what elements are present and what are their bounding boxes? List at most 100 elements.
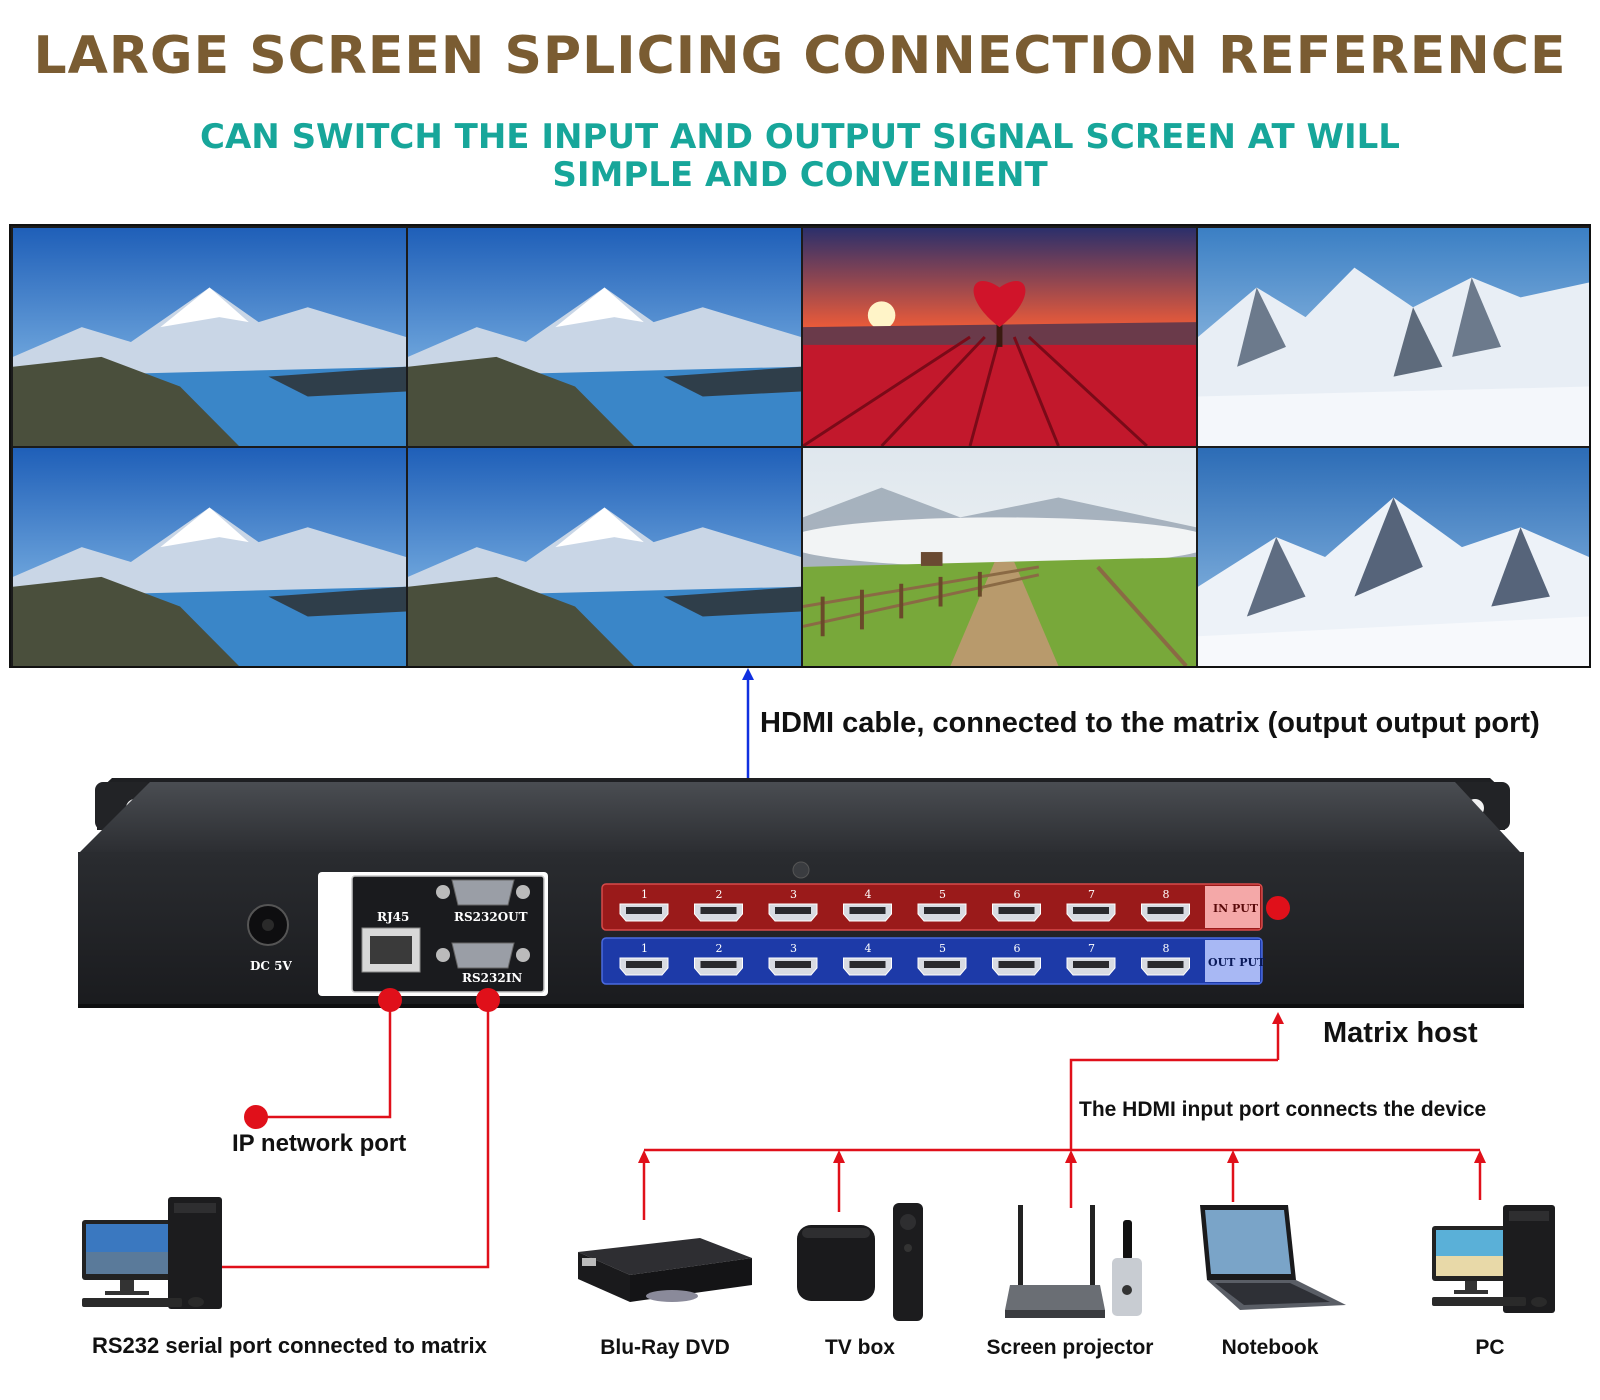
device-label-pc: PC	[1475, 1336, 1505, 1359]
input-hdmi-port-7[interactable]	[1066, 903, 1116, 922]
output-port-number: 3	[790, 942, 797, 955]
mountain-lake-scene	[408, 448, 801, 666]
input-hdmi-port-slot	[924, 907, 960, 914]
output-port-number: 5	[939, 942, 946, 955]
output-port-number: 7	[1088, 942, 1095, 955]
rs232-in-port	[436, 942, 530, 969]
screen-projector-icon	[1005, 1205, 1142, 1318]
input-port-number: 3	[790, 888, 797, 901]
output-port-number: 4	[865, 942, 872, 955]
input-hdmi-port-slot	[998, 907, 1035, 914]
snowy-peaks-scene	[1198, 228, 1589, 446]
input-hdmi-port-slot	[849, 907, 886, 914]
output-hdmi-port-slot	[626, 961, 662, 968]
output-hdmi-port-slot	[775, 961, 811, 968]
input-hdmi-port-slot	[775, 907, 811, 914]
input-port-number: 1	[641, 888, 648, 901]
output-hdmi-port-7[interactable]	[1066, 957, 1116, 976]
rs232-serial-label: RS232 serial port connected to matrix	[92, 1333, 487, 1358]
device-label-bluray: Blu-Ray DVD	[600, 1336, 730, 1359]
output-port-number: 6	[1014, 942, 1021, 955]
hdmi-output-cable	[558, 668, 754, 973]
hdmi-input-label: The HDMI input port connects the device	[1079, 1098, 1487, 1121]
rs232in-label: RS232IN	[462, 971, 522, 985]
pc-icon	[1432, 1205, 1555, 1313]
heart-tree-sunset-scene	[803, 228, 1196, 446]
input-hdmi-port-2[interactable]	[694, 903, 743, 922]
country-road-scene	[803, 448, 1196, 666]
output-hdmi-port-slot	[1147, 961, 1184, 968]
control-pc-icon	[82, 1197, 222, 1309]
input-hdmi-port-5[interactable]	[917, 903, 967, 922]
hdmi-output-panel: OUT PUT 1 2 3 4 5 6 7 8	[601, 937, 1266, 985]
input-port-number: 2	[716, 888, 723, 901]
notebook-icon	[1200, 1205, 1346, 1310]
device-label-projector: Screen projector	[986, 1336, 1154, 1359]
output-port-number: 8	[1163, 942, 1170, 955]
input-port-number: 5	[939, 888, 946, 901]
mountain-lake-scene	[408, 228, 801, 446]
rs232-out-port	[436, 879, 530, 906]
rs232-line	[222, 988, 500, 1269]
output-hdmi-port-8[interactable]	[1141, 957, 1190, 976]
input-hdmi-port-8[interactable]	[1141, 903, 1190, 922]
wall-screen-1	[13, 228, 406, 446]
page-subtitle: CAN SWITCH THE INPUT AND OUTPUT SIGNAL S…	[0, 118, 1600, 194]
output-hdmi-port-slot	[924, 961, 960, 968]
ip-network-line	[244, 988, 402, 1129]
subtitle-line-1: CAN SWITCH THE INPUT AND OUTPUT SIGNAL S…	[200, 117, 1400, 157]
input-hdmi-port-3[interactable]	[768, 903, 818, 922]
input-port-number: 6	[1014, 888, 1021, 901]
input-port-number: 4	[865, 888, 872, 901]
output-port-number: 1	[641, 942, 648, 955]
output-port-number: 2	[716, 942, 723, 955]
input-hdmi-port-1[interactable]	[619, 903, 669, 922]
dc-5v-label: DC 5V	[250, 959, 292, 973]
output-hdmi-port-4[interactable]	[843, 957, 892, 976]
bluray-player-icon	[578, 1238, 752, 1302]
mountain-lake-scene	[13, 228, 406, 446]
matrix-host-label: Matrix host	[1323, 1017, 1478, 1049]
wall-screen-6	[408, 448, 801, 666]
rs232out-label: RS232OUT	[454, 910, 528, 924]
page-title: LARGE SCREEN SPLICING CONNECTION REFEREN…	[33, 26, 1567, 86]
output-hdmi-port-slot	[998, 961, 1035, 968]
matrix-host-device: DC 5V RJ45 RS232OUT RS232IN IN PUT 1 2 3 4 5…	[78, 778, 1524, 1008]
device-label-notebook: Notebook	[1221, 1336, 1319, 1359]
output-hdmi-port-1[interactable]	[619, 957, 669, 976]
output-hdmi-port-6[interactable]	[992, 957, 1041, 976]
output-hdmi-port-slot	[700, 961, 737, 968]
snowy-peaks-scene	[1198, 448, 1589, 666]
input-hdmi-port-4[interactable]	[843, 903, 892, 922]
tv-box-icon	[797, 1203, 923, 1321]
ip-network-port-label: IP network port	[232, 1130, 407, 1157]
input-hdmi-port-slot	[700, 907, 737, 914]
wall-screen-8	[1198, 448, 1589, 666]
input-hdmi-port-slot	[1073, 907, 1109, 914]
output-hdmi-port-slot	[849, 961, 886, 968]
wall-screen-7	[803, 448, 1196, 666]
input-tag: IN PUT	[1213, 902, 1259, 915]
device-label-tvbox: TV box	[824, 1336, 895, 1359]
output-hdmi-port-5[interactable]	[917, 957, 967, 976]
wall-screen-5	[13, 448, 406, 666]
output-hdmi-port-2[interactable]	[694, 957, 743, 976]
wall-screen-4	[1198, 228, 1589, 446]
mountain-lake-scene	[13, 448, 406, 666]
input-hdmi-port-slot	[1147, 907, 1184, 914]
hdmi-cable-label: HDMI cable, connected to the matrix (out…	[760, 707, 1540, 739]
subtitle-line-2: SIMPLE AND CONVENIENT	[552, 155, 1048, 195]
output-tag: OUT PUT	[1208, 956, 1266, 969]
video-wall	[9, 224, 1591, 668]
output-hdmi-port-3[interactable]	[768, 957, 818, 976]
input-hdmi-port-slot	[626, 907, 662, 914]
wall-screen-3	[803, 228, 1196, 446]
wall-screen-2	[408, 228, 801, 446]
device-branch-lines	[638, 1150, 1486, 1220]
input-hdmi-port-6[interactable]	[992, 903, 1041, 922]
input-port-number: 8	[1163, 888, 1170, 901]
rj45-label: RJ45	[377, 910, 409, 924]
output-hdmi-port-slot	[1073, 961, 1109, 968]
